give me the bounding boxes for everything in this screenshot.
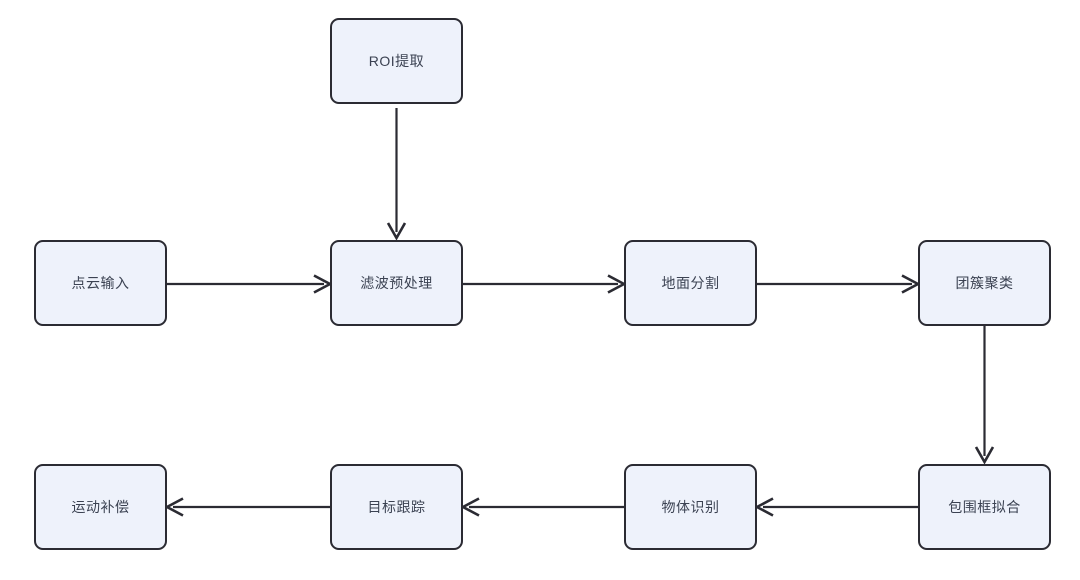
node-label: 目标跟踪 (367, 498, 426, 515)
edge-recognize-to-track (460, 497, 624, 517)
node-label: 地面分割 (661, 274, 720, 291)
node-label: 点云输入 (71, 274, 130, 291)
node-label: 包围框拟合 (948, 498, 1021, 515)
node-ground-segmentation[interactable]: 地面分割 (624, 240, 757, 326)
node-label: 运动补偿 (71, 498, 130, 515)
edge-bbox-to-recognize (754, 497, 918, 517)
edge-track-to-motion (164, 497, 330, 517)
node-filter-preprocessing[interactable]: 滤波预处理 (330, 240, 463, 326)
edge-input-to-filter (167, 274, 333, 294)
node-label: 物体识别 (661, 498, 720, 515)
node-roi-extraction[interactable]: ROI提取 (330, 18, 463, 104)
node-cluster-clustering[interactable]: 团簇聚类 (918, 240, 1051, 326)
edge-roi-to-filter (386, 108, 407, 241)
node-target-tracking[interactable]: 目标跟踪 (330, 464, 463, 550)
edge-filter-to-ground (463, 274, 627, 294)
edge-cluster-to-bbox (974, 326, 995, 465)
node-object-recognition[interactable]: 物体识别 (624, 464, 757, 550)
edge-ground-to-cluster (757, 274, 921, 294)
node-label: 滤波预处理 (360, 274, 433, 291)
node-label: 团簇聚类 (955, 274, 1014, 291)
node-point-cloud-input[interactable]: 点云输入 (34, 240, 167, 326)
node-bounding-box-fitting[interactable]: 包围框拟合 (918, 464, 1051, 550)
node-label: ROI提取 (368, 52, 425, 69)
node-motion-compensation[interactable]: 运动补偿 (34, 464, 167, 550)
